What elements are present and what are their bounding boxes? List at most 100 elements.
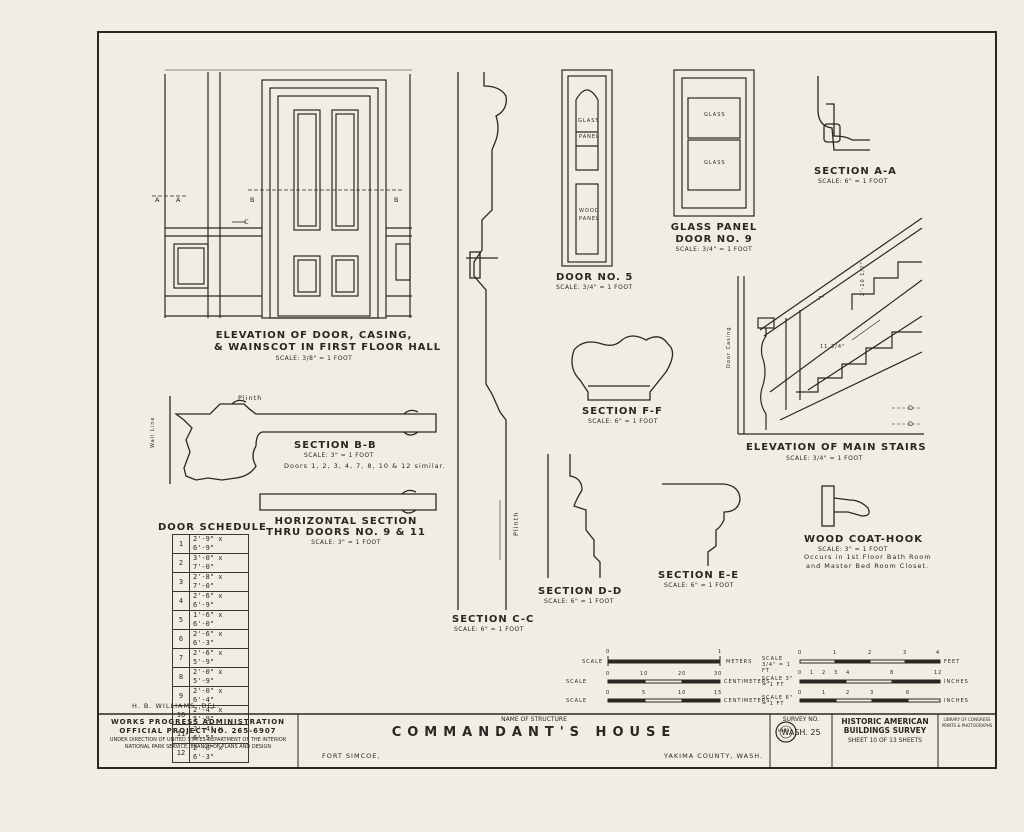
coat-hook-drawing	[821, 485, 870, 527]
door-size: 2'-9" x 6'-9"	[189, 534, 249, 554]
door-size: 2'-6" x 6'-9"	[189, 591, 249, 611]
section-ff-drawing	[571, 335, 674, 401]
horizontal-section-title-1: HORIZONTAL SECTION	[274, 516, 418, 527]
delineator: H. B. WILLIAMS, DEL.	[132, 702, 221, 710]
habs-line-2: BUILDINGS SURVEY	[843, 726, 927, 735]
scale-cm-b-label: SCALE	[566, 698, 588, 704]
wpa-line-2: OFFICIAL PROJECT NO. 265-6907	[119, 727, 277, 735]
scale-meters-label: SCALE	[582, 659, 604, 665]
door-number: 6	[172, 629, 190, 649]
section-ff-title: SECTION F-F	[582, 406, 663, 417]
scale-inches-b-tick-2: 2	[846, 690, 851, 696]
section-dd-drawing	[547, 454, 601, 578]
horizontal-section-drawing	[259, 489, 437, 514]
main-stairs-dim-1: 2'-10 1/2"	[860, 261, 866, 296]
door-elevation-drawing	[152, 69, 412, 319]
scale-feet-tick-0: 0	[798, 650, 803, 656]
scale-cm-a-tick-2: 20	[678, 671, 687, 677]
scale-cm-b-tick-3: 15	[714, 690, 723, 696]
marker-d-2: D	[908, 420, 915, 428]
scale-inches-a-tick-1: 1	[810, 670, 815, 676]
door-number: 2	[172, 553, 190, 573]
section-ee-title: SECTION E-E	[658, 570, 740, 581]
coat-hook-scale: SCALE: 3" = 1 FOOT	[818, 546, 888, 553]
scale-meters-tick-1: 1	[718, 649, 723, 655]
scale-cm-a-tick-3: 30	[714, 671, 723, 677]
survey-label: SURVEY NO.	[782, 716, 820, 723]
sheet-number: SHEET 10 OF 13 SHEETS	[847, 737, 922, 744]
glass-panel-glass-1: GLASS	[704, 112, 726, 118]
section-ff-scale: SCALE: 6" = 1 FOOT	[588, 418, 658, 425]
marker-b-right: B	[394, 196, 400, 204]
elevation-door-scale: SCALE: 3/8" = 1 FOOT	[275, 355, 353, 362]
habs-seal-text: HABS	[778, 728, 789, 733]
marker-c: C	[244, 218, 250, 226]
scale-inches-a-tick-5: 8	[890, 670, 895, 676]
door-5-title: DOOR NO. 5	[556, 272, 634, 283]
scale-feet-tick-1: 1	[833, 650, 838, 656]
door-size: 2'-6" x 5'-9"	[189, 648, 249, 668]
door-5-scale: SCALE: 3/4" = 1 FOOT	[556, 284, 633, 291]
scale-inches-a-tick-0: 0	[798, 670, 803, 676]
section-dd-title: SECTION D-D	[538, 586, 623, 597]
section-bb-note: Doors 1, 2, 3, 4, 7, 8, 10 & 12 similar.	[284, 462, 446, 470]
scale-inches-b-unit: INCHES	[944, 698, 969, 704]
scale-inches-b-tick-0: 0	[798, 690, 803, 696]
door-number: 3	[172, 572, 190, 592]
door-5-drawing	[561, 69, 613, 267]
scale-inches-a-tick-4: 4	[846, 670, 851, 676]
habs-line-1: HISTORIC AMERICAN	[841, 717, 929, 726]
wpa-line-1: WORKS PROGRESS ADMINISTRATION	[110, 718, 286, 726]
scale-cm-a-unit: CENTIMETERS	[724, 679, 771, 685]
door-number: 4	[172, 591, 190, 611]
section-ee-drawing	[662, 483, 741, 566]
structure-name-label: NAME OF STRUCTURE	[501, 716, 567, 723]
scale-inches-b-tick-1: 1	[822, 690, 827, 696]
horizontal-section-title-2: THRU DOORS NO. 9 & 11	[266, 527, 426, 538]
marker-a-left: A	[155, 196, 161, 204]
marker-b-left: B	[250, 196, 256, 204]
scale-cm-b-tick-1: 5	[642, 690, 647, 696]
door-5-wood: WOOD	[579, 208, 600, 214]
door-size: 2'-8" x 7'-0"	[189, 572, 249, 592]
door-number: 7	[172, 648, 190, 668]
door-number: 5	[172, 610, 190, 630]
section-bb-scale: SCALE: 3" = 1 FOOT	[304, 452, 374, 459]
marker-d-1: D	[908, 404, 915, 412]
main-stairs-door-casing: Door Casing	[726, 326, 732, 368]
main-stairs-scale: SCALE: 3/4" = 1 FOOT	[786, 455, 863, 462]
habs-seal-icon	[775, 721, 797, 743]
scale-feet-tick-3: 3	[903, 650, 908, 656]
location-right: YAKIMA COUNTY, WASH.	[664, 752, 764, 760]
scale-meters-unit: METERS	[726, 659, 753, 665]
door-number: 1	[172, 534, 190, 554]
scale-cm-a-label: SCALE	[566, 679, 588, 685]
coat-hook-note-1: Occurs in 1st Floor Bath Room	[804, 553, 932, 561]
section-cc-plinth: Plinth	[512, 511, 520, 536]
survey-number: WASH. 25	[781, 728, 821, 737]
door-5-glass: GLASS	[578, 118, 600, 124]
section-bb-plinth: Plinth	[238, 394, 263, 402]
scale-cm-b-tick-0: 0	[606, 690, 611, 696]
coat-hook-title: WOOD COAT-HOOK	[804, 534, 923, 545]
glass-panel-door-9-drawing	[673, 69, 755, 217]
door-size: 3'-0" x 7'-0"	[189, 553, 249, 573]
section-bb-title: SECTION B-B	[294, 440, 377, 451]
door-number: 8	[172, 667, 190, 687]
scale-inches-a-tick-3: 3	[834, 670, 839, 676]
elevation-door-title-2: & WAINSCOT IN FIRST FLOOR HALL	[214, 342, 442, 353]
scale-inches-a-unit: INCHES	[944, 679, 969, 685]
section-aa-title: SECTION A-A	[814, 166, 897, 177]
graphic-scales	[607, 656, 941, 703]
main-stairs-drawing	[737, 217, 924, 435]
scale-cm-b-unit: CENTIMETERS	[724, 698, 771, 704]
